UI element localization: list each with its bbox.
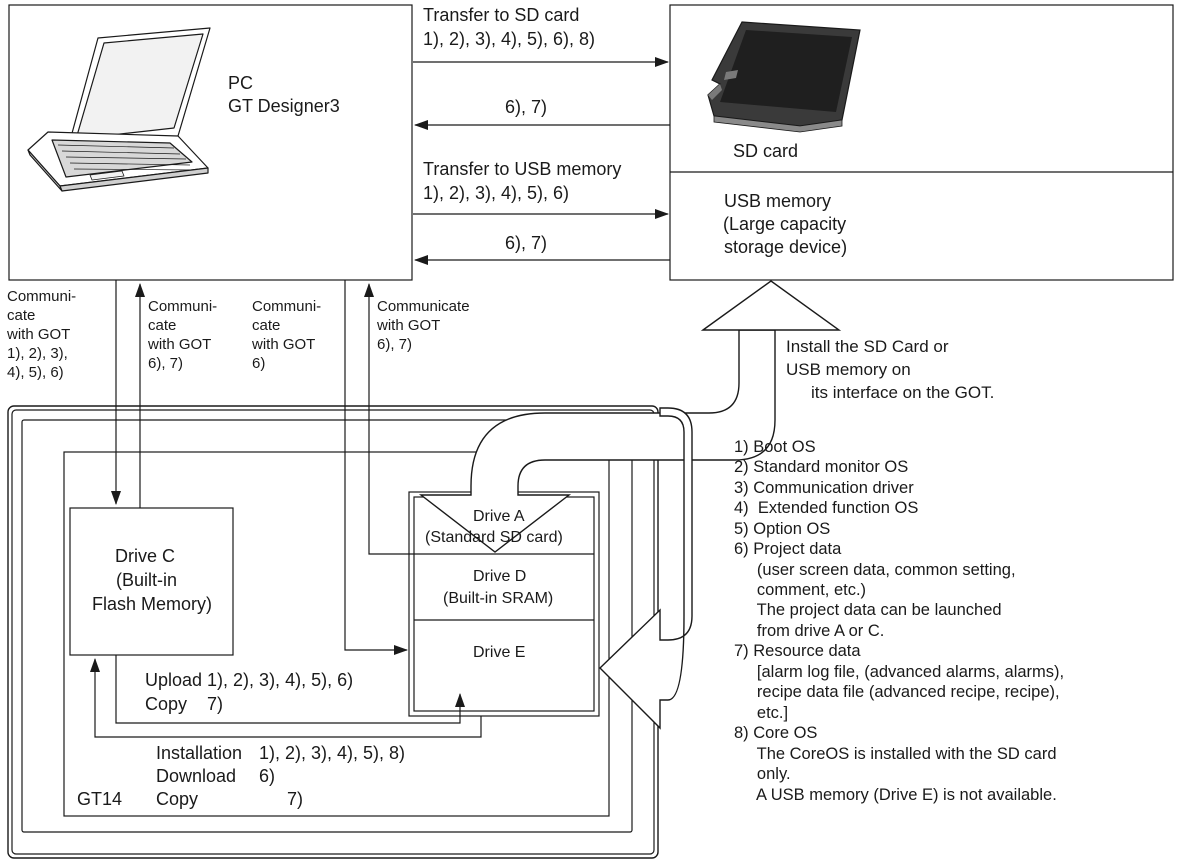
usb-memory-line3: storage device) (724, 237, 848, 257)
communicate-label-1-l4: 1), 2), 3), (7, 345, 68, 362)
pc-software: GT Designer3 (228, 96, 340, 116)
legend-line: A USB memory (Drive E) is not available. (734, 786, 1057, 804)
arrow-comm-3 (344, 280, 408, 655)
communicate-label-3-l2: cate (252, 317, 281, 334)
communicate-label-2-l3: with GOT (148, 336, 212, 353)
laptop-icon (27, 27, 211, 192)
transfer-to-sd-items: 1), 2), 3), 4), 5), 6), 8) (423, 29, 596, 49)
install-label-installation: Installation (156, 743, 243, 763)
legend-line: The CoreOS is installed with the SD card (734, 745, 1057, 763)
communicate-label-2-l2: cate (148, 317, 177, 334)
communicate-label-4-l1: Communicate (377, 298, 470, 315)
drive-e-title: Drive E (473, 644, 526, 661)
communicate-label-3-l4: 6) (252, 355, 266, 372)
communicate-label-1-l5: 4), 5), 6) (7, 364, 64, 381)
communicate-label-2-l1: Communi- (148, 298, 218, 315)
legend-line: 5) Option OS (734, 520, 831, 538)
copy-label: Copy 7) (145, 694, 224, 714)
sd-card-icon (707, 21, 861, 133)
legend-line: only. (734, 765, 791, 783)
legend-line: recipe data file (advanced recipe, recip… (734, 683, 1060, 701)
drive-a-title: Drive A (473, 508, 525, 525)
communicate-label-1-l1: Communi- (7, 288, 77, 305)
arrow-upload (115, 655, 465, 724)
transfer-to-sd-title: Transfer to SD card (423, 5, 580, 25)
drive-c-title: Drive C (115, 546, 176, 566)
got-model-label: GT14 (77, 789, 123, 809)
arrow-install (90, 658, 482, 738)
sd-card-label: SD card (733, 141, 799, 161)
drive-c-line2: (Built-in (116, 570, 178, 590)
drive-d-title: Drive D (473, 568, 527, 585)
legend-line: [alarm log file, (advanced alarms, alarm… (734, 663, 1065, 681)
got-bezel (21, 419, 633, 833)
pc-title: PC (228, 73, 254, 93)
communicate-label-4-l3: 6), 7) (377, 336, 413, 353)
legend-line: etc.] (734, 704, 789, 722)
communicate-label-3-l1: Communi- (252, 298, 322, 315)
drive-c-box (69, 507, 234, 656)
legend-line: 4) Extended function OS (734, 499, 919, 517)
legend-line: 7) Resource data (734, 642, 861, 660)
install-label-download: Download (156, 766, 237, 786)
communicate-label-1-l3: with GOT (7, 326, 71, 343)
install-value-installation: 1), 2), 3), 4), 5), 8) (259, 743, 406, 763)
communicate-label-2-l4: 6), 7) (148, 355, 184, 372)
legend-line: 6) Project data (734, 540, 842, 558)
legend-line: 2) Standard monitor OS (734, 458, 909, 476)
install-value-download: 6) (259, 766, 276, 786)
legend-line: (user screen data, common setting, (734, 561, 1016, 579)
big-install-arrowhead-up (700, 280, 842, 331)
legend-line: 3) Communication driver (734, 479, 914, 497)
drive-d-sub: (Built-in SRAM) (443, 590, 554, 607)
install-label-copy: Copy (156, 789, 199, 809)
upload-label: Upload 1), 2), 3), 4), 5), 6) (145, 670, 354, 690)
transfer-from-sd-items: 6), 7) (505, 97, 548, 117)
transfer-to-usb-items: 1), 2), 3), 4), 5), 6) (423, 183, 570, 203)
install-note-l3: its interface on the GOT. (811, 383, 995, 402)
legend-line: 1) Boot OS (734, 438, 816, 456)
install-note-l1: Install the SD Card or (786, 337, 949, 356)
legend-line: from drive A or C. (734, 622, 885, 640)
usb-memory-line2: (Large capacity (723, 214, 847, 234)
transfer-to-usb-title: Transfer to USB memory (423, 159, 622, 179)
drive-c-line3: Flash Memory) (92, 594, 213, 614)
install-note-l2: USB memory on (786, 360, 911, 379)
usb-memory-line1: USB memory (724, 191, 832, 211)
drive-a-sub: (Standard SD card) (425, 529, 563, 546)
communicate-label-3-l3: with GOT (252, 336, 316, 353)
transfer-from-usb-items: 6), 7) (505, 233, 548, 253)
arrow-comm-4 (364, 283, 414, 555)
legend-line: 8) Core OS (734, 724, 818, 742)
legend-line: comment, etc.) (734, 581, 867, 599)
install-value-copy: 7) (287, 789, 304, 809)
legend-line: The project data can be launched (734, 601, 1002, 619)
communicate-label-4-l2: with GOT (377, 317, 441, 334)
communicate-label-1-l2: cate (7, 307, 36, 324)
big-install-arrow-side (599, 407, 693, 730)
big-install-arrow-up (418, 329, 776, 553)
